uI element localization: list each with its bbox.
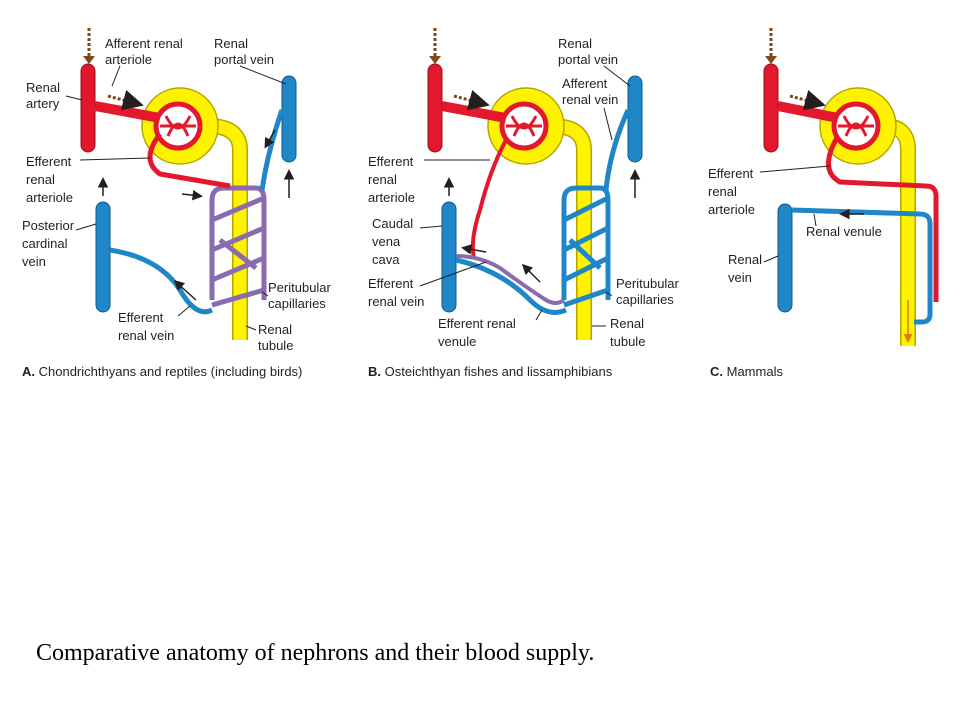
label-efferent-arteriole-2: renal [368,172,397,187]
label-renal-vein-2: vein [728,270,752,285]
label-caudal-vena-cava-2: vena [372,234,401,249]
panel-b: Renal portal vein Afferent renal vein Ef… [368,28,680,379]
label-efferent-venule-2: venule [438,334,476,349]
label-renal-portal-vein: Renal [558,36,592,51]
label-renal-tubule-2: tubule [258,338,293,353]
renal-tubule [551,119,591,340]
glomerulus-loops [838,115,874,137]
efferent-flow-arrow [181,189,203,201]
afferent-arteriole [777,101,839,123]
afferent-arteriole [94,101,161,123]
label-efferent-arteriole-3: arteriole [708,202,755,217]
afferent-flow-arrow [453,89,490,111]
label-renal-venule: Renal venule [806,224,882,239]
label-renal-portal-vein-2: portal vein [214,52,274,67]
label-renal-artery-2: artery [26,96,60,111]
renal-portal-vein [627,75,643,163]
inflow-arrowhead [83,56,95,64]
leader-lines-c [759,165,831,263]
label-efferent-arteriole-2: renal [26,172,55,187]
glomerulus-loops [506,115,542,137]
panel-c: Efferent renal arteriole Renal venule Re… [708,28,939,379]
label-renal-portal-vein: Renal [214,36,248,51]
label-renal-portal-vein-2: portal vein [558,52,618,67]
label-afferent-renal-vein: Afferent [562,76,608,91]
label-posterior-cardinal-3: vein [22,254,46,269]
glomerulus-loops [160,115,196,137]
label-efferent-renal-vein: Efferent [368,276,414,291]
afferent-renal-vein [603,108,631,191]
efferent-renal-vein [109,247,214,315]
venule-flow-arrow [521,263,541,283]
label-renal-artery: Renal [26,80,60,95]
panel-a: Afferent renal arteriole Renal portal ve… [22,28,332,379]
peritubular-capillaries [561,185,611,308]
label-efferent-arteriole-3: arteriole [368,190,415,205]
efferent-arteriole [470,139,508,259]
label-efferent-vein-2: renal vein [118,328,174,343]
label-renal-vein: Renal [728,252,762,267]
label-peritubular: Peritubular [616,276,680,291]
leader-lines-b [419,65,631,327]
label-efferent-renal-vein-2: renal vein [368,294,424,309]
caption-b: B. Osteichthyan fishes and lissamphibian… [368,364,613,379]
label-efferent-arteriole-2: renal [708,184,737,199]
label-efferent-arteriole: Efferent [368,154,414,169]
caption-a: A. Chondrichthyans and reptiles (includi… [22,364,302,379]
label-efferent-arteriole-3: arteriole [26,190,73,205]
afferent-arteriole [441,101,507,123]
peritubular-capillaries [209,185,267,308]
label-efferent-arteriole: Efferent [26,154,72,169]
efferent-arteriole [147,132,231,189]
figure-caption: Comparative anatomy of nephrons and thei… [36,640,595,666]
efferent-renal-venule [455,257,568,315]
caption-c: C. Mammals [710,364,783,379]
portal-branch [259,109,285,191]
renal-artery [427,63,443,153]
inflow-arrowhead [765,56,777,64]
afferent-flow-arrow [789,89,826,111]
inflow-arrowhead [429,56,441,64]
renal-venule [791,207,933,325]
label-afferent-renal-vein-2: renal vein [562,92,618,107]
label-efferent-arteriole: Efferent [708,166,754,181]
posterior-cardinal-vein [95,201,111,313]
label-caudal-vena-cava-3: cava [372,252,400,267]
efferent-arteriole [826,134,939,302]
label-renal-tubule-2: tubule [610,334,645,349]
vein-flow-arrow [173,279,197,301]
label-caudal-vena-cava: Caudal [372,216,413,231]
label-afferent-arteriole-2: arteriole [105,52,152,67]
label-peritubular: Peritubular [268,280,332,295]
label-posterior-cardinal: Posterior [22,218,75,233]
efferent-renal-vein [455,254,566,305]
vein-flow-arrow [461,244,487,255]
label-peritubular-2: capillaries [616,292,674,307]
renal-portal-vein [281,75,297,163]
label-efferent-venule: Efferent renal [438,316,516,331]
renal-artery [80,63,96,153]
label-renal-tubule: Renal [258,322,292,337]
renal-tubule [883,119,915,346]
caudal-vena-cava [441,201,457,313]
label-afferent-arteriole: Afferent renal [105,36,183,51]
label-peritubular-2: capillaries [268,296,326,311]
portal-flow-arrow [264,129,276,149]
label-efferent-vein: Efferent [118,310,164,325]
afferent-flow-arrow [107,89,144,111]
renal-artery [763,63,779,153]
label-posterior-cardinal-2: cardinal [22,236,68,251]
leader-lines-a [65,65,287,331]
label-renal-tubule: Renal [610,316,644,331]
renal-vein [777,203,793,313]
